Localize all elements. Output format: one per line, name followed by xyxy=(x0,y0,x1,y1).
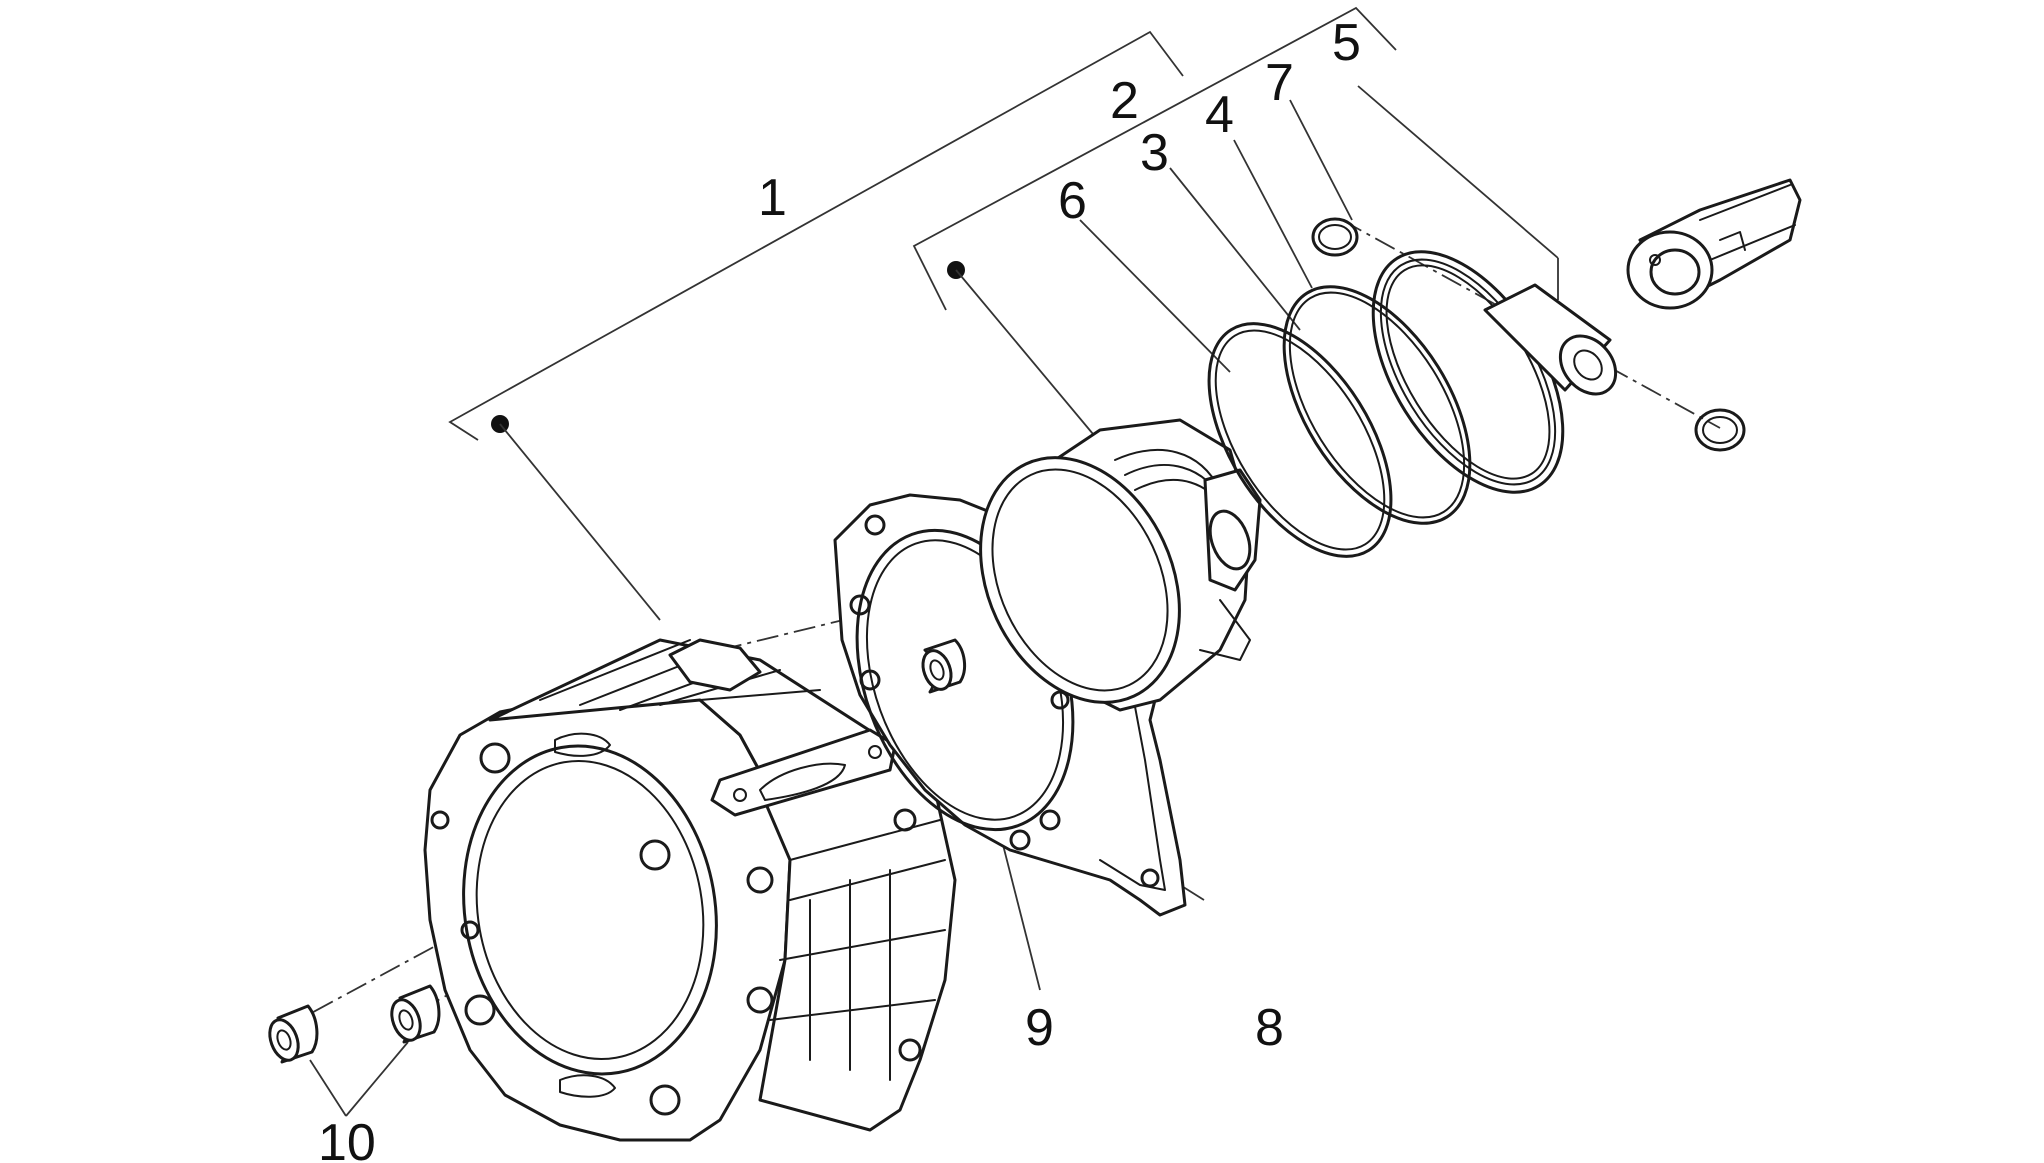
callout-9: 9 xyxy=(1025,999,1054,1057)
callout-8: 8 xyxy=(1255,999,1284,1057)
bracket-group-2 xyxy=(912,6,1397,441)
dowel-pins-lower xyxy=(268,984,441,1064)
connecting-rod xyxy=(1626,178,1802,310)
callout-10: 10 xyxy=(318,1114,376,1163)
piston-pin xyxy=(1483,283,1618,396)
dowel-pin xyxy=(921,638,967,694)
callout-4: 4 xyxy=(1205,86,1234,144)
piston-ring-6 xyxy=(1207,322,1393,558)
callout-labels: 1 2 3 4 5 6 7 8 9 10 xyxy=(318,14,1361,1163)
callout-3: 3 xyxy=(1140,124,1169,182)
piston-ring-3 xyxy=(1282,285,1472,525)
callout-2: 2 xyxy=(1110,72,1139,130)
bracket-group-1 xyxy=(448,30,1184,621)
piston xyxy=(979,418,1262,712)
callout-5: 5 xyxy=(1332,14,1361,72)
circlip-upper xyxy=(1311,217,1359,257)
callout-7: 7 xyxy=(1265,54,1294,112)
callout-6: 6 xyxy=(1058,172,1087,230)
circlip-lower xyxy=(1694,408,1746,452)
cylinder-block xyxy=(423,638,957,1142)
callout-1: 1 xyxy=(758,169,787,227)
